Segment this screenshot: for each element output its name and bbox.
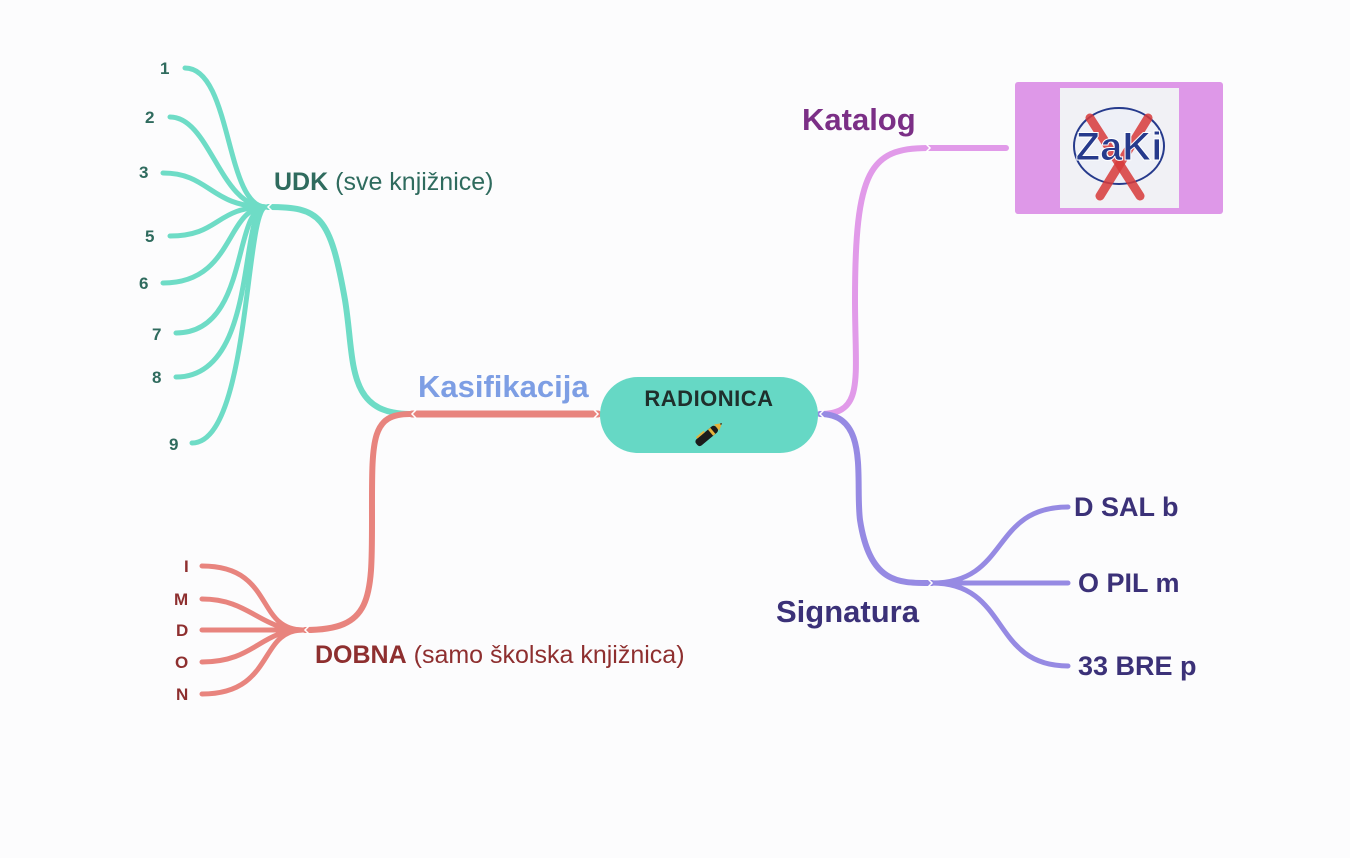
- udk-leaf-1[interactable]: 1: [160, 59, 170, 78]
- dobna-note: (samo školska knjižnica): [413, 641, 685, 669]
- dobna-leaf-m[interactable]: M: [174, 590, 189, 609]
- udk-leaf-3[interactable]: 3: [139, 163, 149, 182]
- junction-markers: [266, 143, 934, 635]
- dobna-leaf-i[interactable]: I: [184, 557, 189, 576]
- udk-leaf-9[interactable]: 9: [169, 435, 179, 454]
- udk-title-bold: UDK: [274, 168, 329, 196]
- connector-signatura: [817, 411, 935, 587]
- connector-udk: [265, 204, 413, 417]
- dobna-leaf-o[interactable]: O: [175, 653, 189, 672]
- dobna-leaf-n[interactable]: N: [176, 685, 189, 704]
- katalog-image-node[interactable]: ZaKi: [1015, 82, 1223, 214]
- katalog-label[interactable]: Katalog: [802, 102, 916, 137]
- signatura-leaf-o-pil-m[interactable]: O PIL m: [1078, 568, 1180, 598]
- central-node-label: RADIONICA: [644, 386, 774, 411]
- dobna-leaf-d[interactable]: D: [176, 621, 189, 640]
- udk-leaf-7[interactable]: 7: [152, 325, 162, 344]
- dobna-leaf-connectors: [199, 563, 306, 697]
- udk-note: (sve knjižnice): [335, 168, 494, 196]
- dobna-title-bold: DOBNA: [315, 641, 407, 669]
- udk-leaf-8[interactable]: 8: [152, 368, 162, 387]
- kasifikacija-label[interactable]: Kasifikacija: [418, 369, 589, 404]
- zaki-logo-text: ZaKi: [1076, 125, 1163, 169]
- udk-leaf-6[interactable]: 6: [139, 274, 149, 293]
- udk-title[interactable]: UDK (sve knjižnice): [274, 170, 494, 195]
- pen-icon: [695, 423, 723, 447]
- signatura-label[interactable]: Signatura: [776, 594, 919, 629]
- signatura-leaf-d-sal-b[interactable]: D SAL b: [1074, 492, 1179, 522]
- connector-dobna: [302, 411, 413, 633]
- zaki-logo: ZaKi: [1060, 88, 1179, 208]
- central-node[interactable]: RADIONICA: [600, 377, 818, 453]
- udk-leaf-5[interactable]: 5: [145, 227, 155, 246]
- signatura-leaf-connectors: [929, 504, 1071, 669]
- signatura-leaf-33-bre-p[interactable]: 33 BRE p: [1078, 651, 1197, 681]
- dobna-title[interactable]: DOBNA (samo školska knjižnica): [315, 643, 685, 668]
- udk-leaf-2[interactable]: 2: [145, 108, 155, 127]
- udk-leaf-connectors: [160, 65, 269, 446]
- connector-katalog: [817, 145, 1009, 417]
